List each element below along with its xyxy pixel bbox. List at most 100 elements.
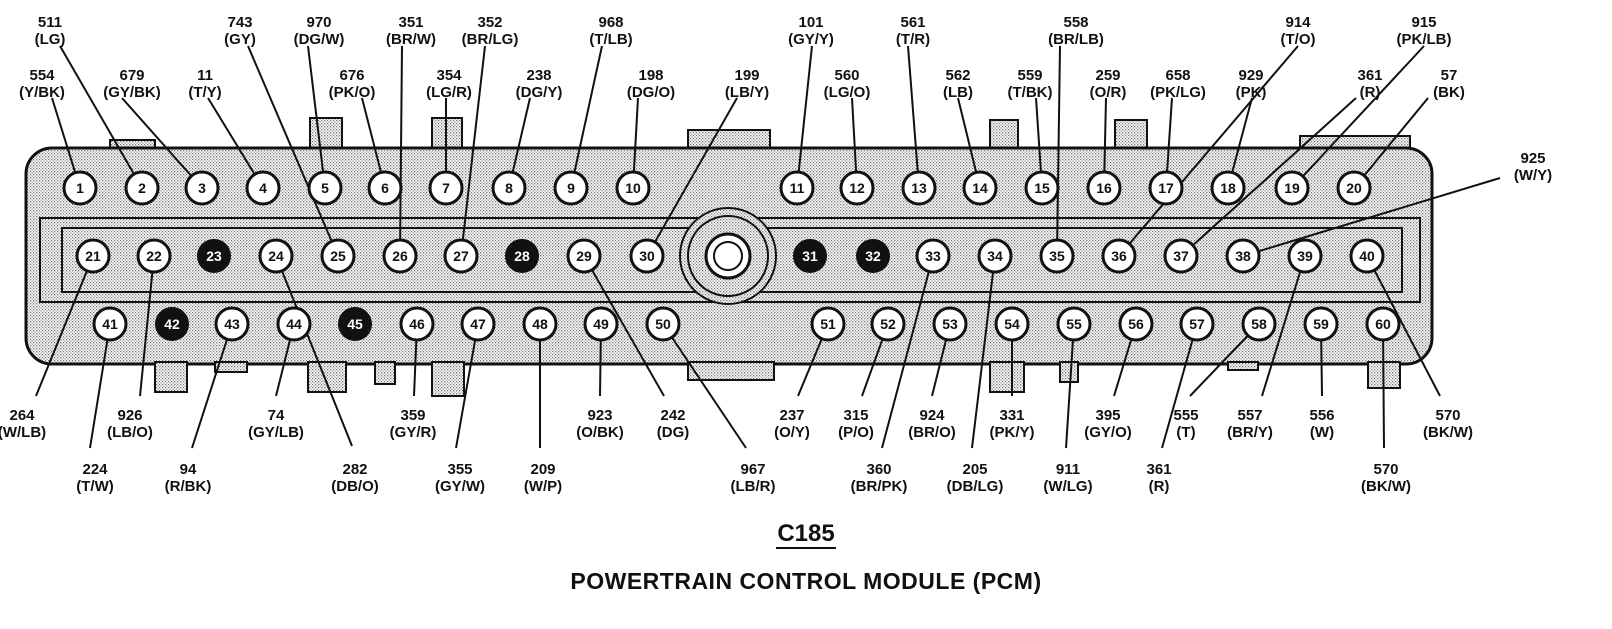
pin-6: 6	[367, 170, 403, 206]
pin-35-circuit: 558	[1063, 14, 1088, 31]
pin-51: 51	[810, 306, 846, 342]
pin-54-circuit: 331	[999, 407, 1024, 424]
pin-57-wire-color: (R)	[1149, 478, 1170, 495]
pin-10-number: 10	[625, 180, 641, 196]
pin-11-circuit: 101	[798, 14, 823, 31]
pin-21-label: 264(W/LB)	[0, 407, 46, 441]
pin-58: 58	[1241, 306, 1277, 342]
pin-3-wire-color: (GY/BK)	[103, 84, 161, 101]
pin-4-label: 11(T/Y)	[188, 67, 221, 101]
pin-49-label: 923(O/BK)	[576, 407, 624, 441]
pin-18-circuit: 929	[1238, 67, 1263, 84]
pin-41-circuit: 224	[82, 461, 108, 478]
pin-8-number: 8	[505, 180, 513, 196]
pin-53: 53	[932, 306, 968, 342]
pin-55-leader	[1065, 323, 1075, 449]
pin-40: 40	[1349, 238, 1385, 274]
pin-58-circuit: 555	[1173, 407, 1198, 424]
pin-21-circuit: 264	[9, 407, 35, 424]
pin-19-number: 19	[1284, 180, 1300, 196]
pin-17-label: 658(PK/LG)	[1150, 67, 1206, 101]
pin-36-number: 36	[1111, 248, 1127, 264]
pin-27-wire-color: (BR/LG)	[462, 31, 519, 48]
pin-18-number: 18	[1220, 180, 1236, 196]
pin-17: 17	[1148, 170, 1184, 206]
pin-59-circuit: 556	[1309, 407, 1334, 424]
pin-48: 48	[522, 306, 558, 342]
pin-52: 52	[870, 306, 906, 342]
pin-4-leader	[207, 97, 264, 189]
pin-15-wire-color: (T/BK)	[1008, 84, 1053, 101]
pin-14: 14	[962, 170, 998, 206]
pin-18-wire-color: (PK)	[1236, 84, 1267, 101]
pin-55-wire-color: (W/LG)	[1043, 478, 1092, 495]
pin-51-wire-color: (O/Y)	[774, 424, 810, 441]
pin-11-number: 11	[790, 180, 805, 196]
pin-6-number: 6	[381, 180, 389, 196]
pin-24-wire-color: (DB/O)	[331, 478, 379, 495]
pin-25-circuit: 743	[227, 14, 252, 31]
pin-54-label: 331(PK/Y)	[990, 407, 1035, 441]
pin-16: 16	[1086, 170, 1122, 206]
pin-49-wire-color: (O/BK)	[576, 424, 624, 441]
pin-7-circuit: 354	[436, 67, 462, 84]
pin-30-circuit: 199	[734, 67, 759, 84]
pin-56-label: 395(GY/O)	[1084, 407, 1132, 441]
pin-51-circuit: 237	[779, 407, 804, 424]
pin-24-circuit: 282	[342, 461, 367, 478]
pin-55: 55	[1056, 306, 1092, 342]
pin-18: 18	[1210, 170, 1246, 206]
pin-2-label: 511(LG)	[35, 14, 66, 48]
pin-33: 33	[915, 238, 951, 274]
pin-9: 9	[553, 170, 589, 206]
pin-25: 25	[320, 238, 356, 274]
pin-58-number: 58	[1251, 316, 1267, 332]
pin-46-label: 359(GY/R)	[390, 407, 437, 441]
pin-23: 23	[197, 239, 231, 273]
pin-11-leader	[796, 45, 813, 189]
pin-31: 31	[793, 239, 827, 273]
pin-37: 37	[1163, 238, 1199, 274]
pin-25-wire-color: (GY)	[224, 31, 256, 48]
pin-26-leader	[399, 45, 403, 257]
pin-11-label: 101(GY/Y)	[788, 14, 834, 48]
pin-20-number: 20	[1346, 180, 1362, 196]
pin-27: 27	[443, 238, 479, 274]
pin-59-label: 556(W)	[1309, 407, 1334, 441]
pin-3: 3	[184, 170, 220, 206]
pin-2-circuit: 511	[38, 14, 62, 31]
pin-35: 35	[1039, 238, 1075, 274]
pin-52-wire-color: (P/O)	[838, 424, 874, 441]
pin-4-circuit: 11	[197, 67, 213, 84]
pin-41-label: 224(T/W)	[76, 461, 113, 495]
pin-57-number: 57	[1189, 316, 1205, 332]
pin-54-wire-color: (PK/Y)	[990, 424, 1035, 441]
pin-28: 28	[505, 239, 539, 273]
pin-24-label: 282(DB/O)	[331, 461, 379, 495]
pin-34: 34	[977, 238, 1013, 274]
pin-44: 44	[276, 306, 312, 342]
pin-20: 20	[1336, 170, 1372, 206]
pin-38-circuit: 925	[1520, 150, 1545, 167]
pin-13-wire-color: (T/R)	[896, 31, 930, 48]
pin-25-leader	[247, 45, 339, 257]
pin-24: 24	[258, 238, 294, 274]
pin-27-label: 352(BR/LG)	[462, 14, 519, 48]
pin-36-leader	[1118, 45, 1299, 257]
pin-3-circuit: 679	[119, 67, 144, 84]
pin-48-label: 209(W/P)	[524, 461, 562, 495]
pin-35-leader	[1056, 45, 1061, 257]
pin-30-number: 30	[639, 248, 655, 264]
pin-9-circuit: 968	[598, 14, 623, 31]
pin-2-leader	[59, 45, 143, 189]
pin-30-leader	[646, 97, 738, 257]
pin-44-circuit: 74	[268, 407, 285, 424]
pin-9-number: 9	[567, 180, 575, 196]
pin-23-number: 23	[206, 248, 222, 264]
pin-20-circuit: 57	[1441, 67, 1458, 84]
pin-40-wire-color: (BK/W)	[1423, 424, 1473, 441]
pin-28-number: 28	[514, 248, 530, 264]
pin-24-leader	[275, 255, 353, 447]
pin-12-label: 560(LG/O)	[824, 67, 871, 101]
pin-47-leader	[455, 323, 479, 449]
